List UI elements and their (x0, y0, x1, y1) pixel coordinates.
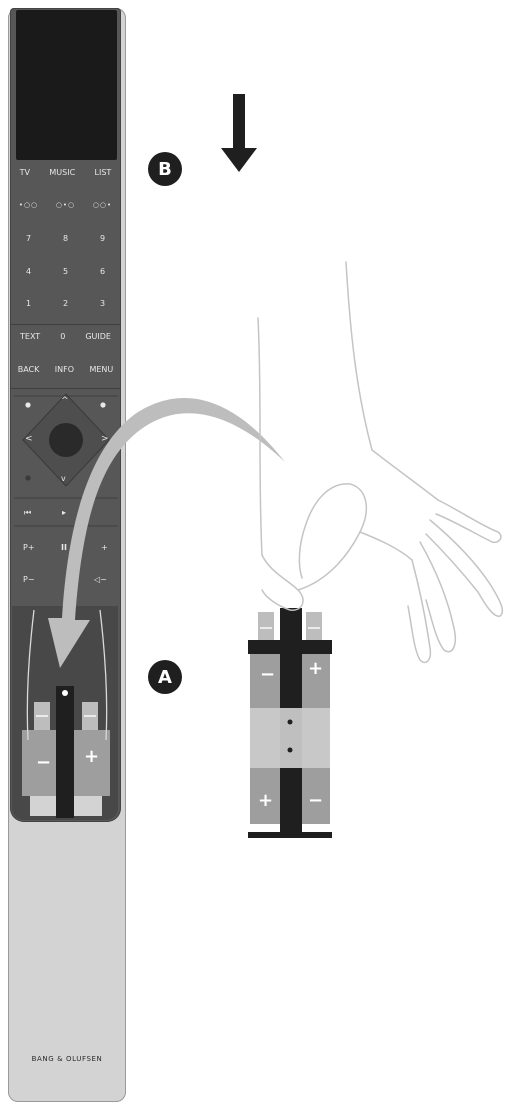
volume-up-button[interactable]: + (101, 543, 108, 552)
pause-icon[interactable]: II (61, 543, 67, 552)
key-8[interactable]: 8 (62, 234, 69, 243)
key-1[interactable]: 1 (25, 299, 32, 308)
key-0[interactable]: 0 (60, 332, 66, 341)
battery-sled-external (248, 608, 332, 838)
play-icon[interactable]: ▸ (62, 508, 67, 517)
program-up-button[interactable]: P+ (23, 543, 35, 552)
key-3[interactable]: 3 (99, 299, 106, 308)
callout-a: A (148, 660, 182, 694)
source-indicator: •○○ (18, 201, 39, 209)
indicator-dot (100, 402, 106, 408)
divider (10, 388, 121, 389)
key-2[interactable]: 2 (62, 299, 69, 308)
menu-button[interactable]: MENU (89, 365, 114, 374)
key-7[interactable]: 7 (25, 234, 32, 243)
text-button[interactable]: TEXT (20, 332, 41, 341)
down-arrow-icon (221, 94, 257, 172)
keypad-row: 1 2 3 (10, 299, 121, 308)
insert-curved-arrow (48, 397, 285, 668)
brand-logo: BANG & OLUFSEN (31, 1055, 103, 1063)
battery-plus-sign: + (308, 658, 324, 679)
list-button[interactable]: LIST (94, 168, 112, 177)
battery-plus-sign: + (84, 746, 100, 767)
function-row: TEXT 0 GUIDE (10, 332, 121, 341)
indicator-dot (25, 402, 31, 408)
function-row: BACK INFO MENU (10, 365, 121, 374)
volume-down-button[interactable]: ◁− (94, 575, 107, 584)
program-down-button[interactable]: P− (23, 575, 35, 584)
key-4[interactable]: 4 (25, 267, 32, 276)
battery-sled-in-remote (22, 609, 110, 818)
divider (10, 324, 121, 325)
source-indicator: ○○• (92, 201, 113, 209)
indicator-dot (25, 475, 31, 481)
info-button[interactable]: INFO (54, 365, 75, 374)
key-5[interactable]: 5 (62, 267, 69, 276)
keypad-row: 4 5 6 (10, 267, 121, 276)
key-9[interactable]: 9 (99, 234, 106, 243)
left-arrow-icon[interactable]: < (25, 434, 33, 444)
previous-track-icon[interactable]: ⏮ (24, 508, 32, 517)
battery-plus-sign: + (258, 790, 274, 811)
back-button[interactable]: BACK (17, 365, 40, 374)
wheel-center-button[interactable] (49, 423, 83, 457)
down-arrow-icon[interactable]: v (61, 474, 66, 483)
source-indicator-row: •○○ ○•○ ○○• (10, 201, 121, 209)
battery-minus-sign: − (308, 790, 324, 811)
battery-minus-sign: − (36, 752, 52, 773)
up-arrow-icon[interactable]: ^ (61, 396, 69, 406)
guide-button[interactable]: GUIDE (85, 332, 111, 341)
keypad-row: 7 8 9 (10, 234, 121, 243)
source-button-row: TV MUSIC LIST (10, 168, 121, 177)
right-arrow-icon[interactable]: > (101, 434, 109, 444)
hand-illustration (257, 261, 504, 664)
music-button[interactable]: MUSIC (49, 168, 76, 177)
key-6[interactable]: 6 (99, 267, 106, 276)
source-indicator: ○•○ (55, 201, 76, 209)
battery-minus-sign: − (260, 664, 276, 685)
remote-display-screen (16, 10, 117, 160)
callout-b: B (148, 152, 182, 186)
tv-button[interactable]: TV (19, 168, 31, 177)
